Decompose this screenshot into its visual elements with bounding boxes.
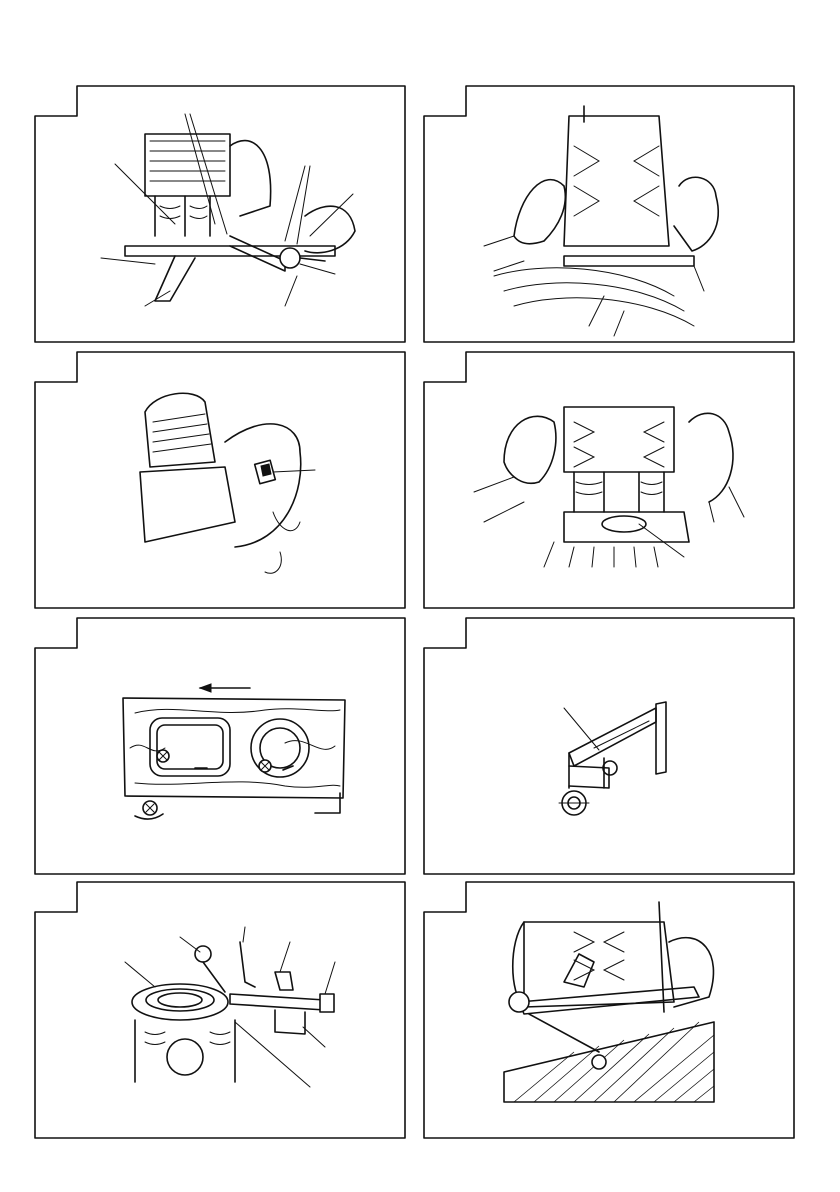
straight-guide-accessory-illustration: [424, 618, 794, 874]
figure-2: [424, 86, 794, 342]
router-base-hands-illustration: [424, 352, 794, 608]
figure-7: [35, 882, 405, 1138]
router-edge-trimming-illustration: [424, 882, 794, 1138]
figure-5: [35, 618, 405, 874]
figure-1: [35, 86, 405, 342]
router-hands-on-workpiece-illustration: [424, 86, 794, 342]
router-switch-illustration: [35, 352, 405, 608]
figure-6: [424, 618, 794, 874]
figure-3: [35, 352, 405, 608]
router-fence-adjust-illustration: [35, 86, 405, 342]
feed-direction-wood-illustration: [35, 618, 405, 874]
figure-4: [424, 352, 794, 608]
figure-8: [424, 882, 794, 1138]
trimmer-guide-assembly-illustration: [35, 882, 405, 1138]
